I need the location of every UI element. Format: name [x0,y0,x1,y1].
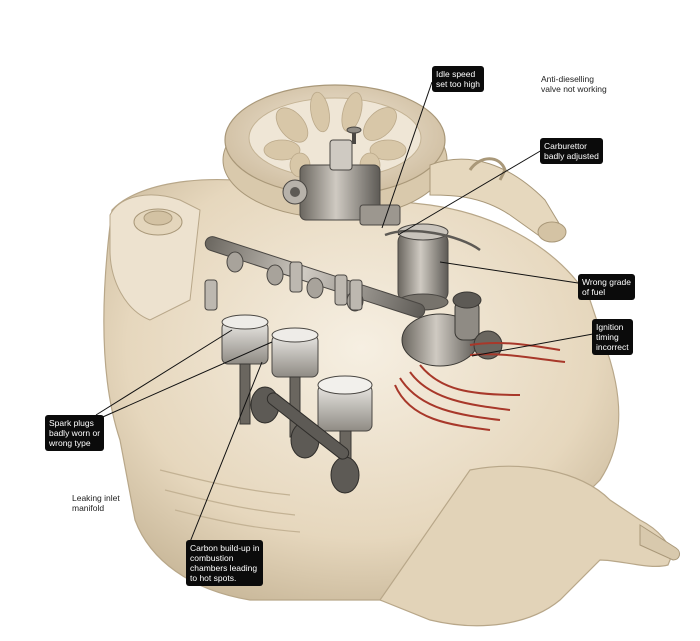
callout-ignition-timing: Ignition timing incorrect [592,319,633,355]
callout-wrong-grade-fuel: Wrong grade of fuel [578,274,635,300]
leader-lines [95,81,594,543]
callout-carbon-buildup: Carbon build-up in combustion chambers l… [186,540,264,586]
gearbox [379,465,673,627]
sump-ribs [159,469,301,533]
air-cleaner-petals [263,91,407,178]
distributor [401,291,503,367]
output-shaft [639,524,681,561]
callout-spark-plugs: Spark plugs badly worn or wrong type [45,415,105,451]
crankshaft [250,386,360,494]
breather-hose [468,157,507,181]
carburettor [282,126,401,226]
label-anti-dieselling: Anti-dieselling valve not working [541,74,607,94]
callout-idle-speed: Idle speed set too high [432,66,484,92]
callout-carburettor: Carburettor badly adjusted [540,138,603,164]
label-leaking-inlet-manifold: Leaking inlet manifold [72,493,120,513]
fuel-pump [397,223,449,311]
valve-springs [204,261,363,311]
fuel-line [384,229,481,252]
